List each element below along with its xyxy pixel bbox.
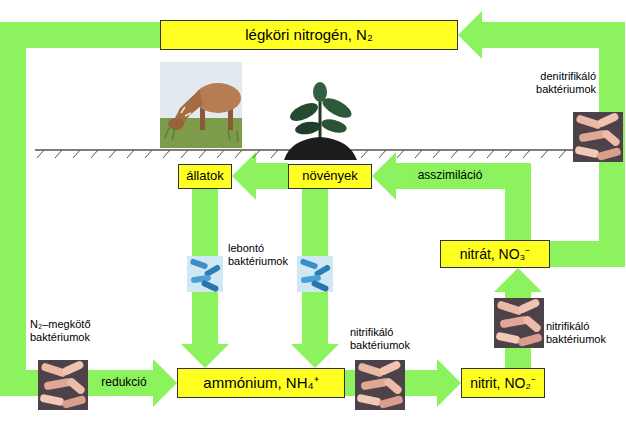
process-label: asszimiláció (416, 169, 485, 182)
arrow-head (458, 11, 482, 59)
box-text: légköri nitrogén, N₂ (245, 26, 373, 43)
cycle-arrow (232, 152, 288, 200)
process-label: redukció (99, 376, 148, 389)
bacteria-label: nitrifikáló baktériumok (546, 320, 622, 345)
arrow-head (437, 359, 461, 407)
plant-leaf (287, 99, 320, 124)
cycle-arrow (13, 35, 177, 407)
grass-blades (165, 128, 238, 142)
arrow-head (153, 359, 177, 407)
cycle-arrow (372, 152, 518, 240)
bacteria-photo (494, 298, 544, 348)
arrow-head (181, 344, 229, 368)
arrow-head (372, 152, 396, 200)
picture-sky (160, 62, 242, 148)
bacteria-photo (297, 256, 333, 293)
arrow-band (256, 163, 288, 189)
bacteria-label: N₂–megkötő baktériumok (30, 318, 104, 343)
box-text: nitrit, NO₂⁻ (470, 375, 536, 391)
plant-leaf (320, 117, 348, 135)
cow-body (195, 83, 241, 113)
arrow-head (232, 152, 256, 200)
plant-leaf (294, 120, 322, 136)
arrow-head (494, 268, 542, 292)
bacteria-label: denitrifikáló baktériumok (516, 70, 596, 95)
arrow-head (291, 344, 339, 368)
substance-box: növények (288, 164, 372, 189)
substance-box: nitrit, NO₂⁻ (461, 368, 545, 398)
substance-box: légköri nitrogén, N₂ (160, 20, 458, 50)
cow-head (168, 118, 184, 130)
box-text: ammónium, NH₄⁺ (203, 374, 318, 391)
cow-horns (181, 107, 191, 116)
bacteria-photo (187, 256, 223, 293)
box-text: állatok (186, 169, 224, 184)
bacteria-photo (573, 112, 623, 162)
cycle-arrow (291, 189, 339, 369)
substance-box: nitrát, NO₃⁻ (440, 240, 550, 268)
plant-stem (319, 96, 322, 142)
plant-bud (313, 82, 327, 102)
bacteria-photo (38, 360, 88, 410)
substance-box: állatok (178, 164, 232, 189)
bacteria-label: nitrifikáló baktériumok (350, 326, 430, 351)
bacteria-photo (355, 360, 405, 410)
box-text: nitrát, NO₃⁻ (460, 246, 531, 262)
substance-box: ammónium, NH₄⁺ (177, 368, 345, 398)
arrow-band (396, 176, 518, 240)
cow-picture (160, 62, 242, 148)
cycle-arrow (181, 189, 229, 369)
box-text: növények (302, 169, 358, 184)
bacteria-label: lebontó baktériumok (228, 242, 294, 267)
arrow-band (13, 35, 160, 383)
plant-picture (284, 82, 357, 160)
soil-mound (284, 137, 357, 160)
